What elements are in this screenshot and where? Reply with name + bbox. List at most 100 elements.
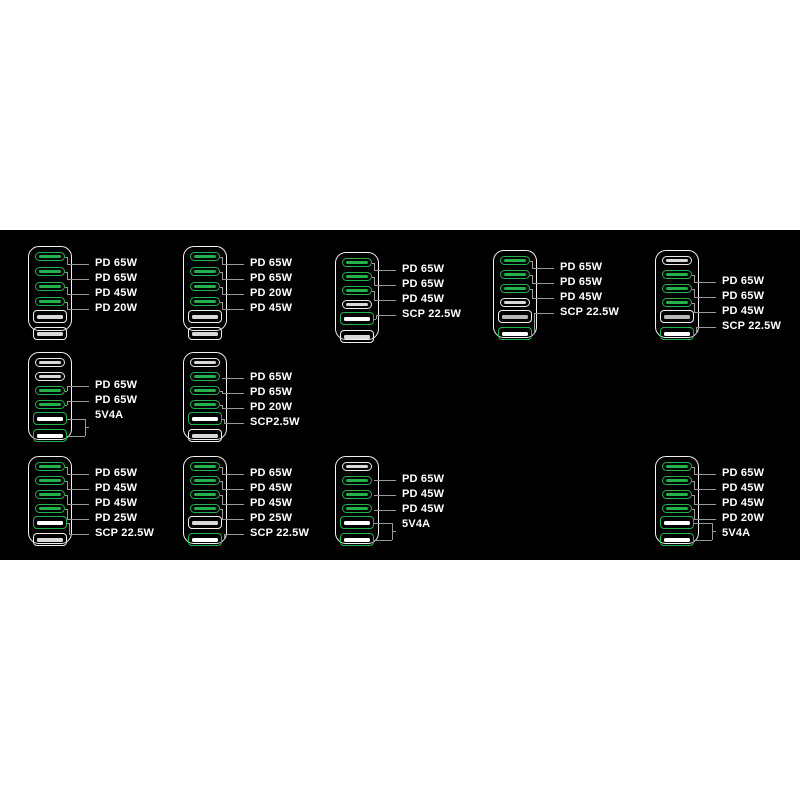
unit-3-port-3-slot bbox=[346, 289, 368, 292]
unit-9-port-2-usb-c[interactable] bbox=[190, 476, 220, 485]
unit-1-port-6-usb-a[interactable] bbox=[33, 327, 67, 340]
unit-5-port-5-usb-a[interactable] bbox=[660, 310, 694, 323]
charger-spec-banner: PD 65W PD 65W PD 45W PD 20W PD 65W PD 65W PD 2… bbox=[0, 230, 800, 560]
unit-7-port-1-usb-c[interactable] bbox=[190, 358, 220, 367]
unit-9-callout-label-4: PD 25W bbox=[250, 512, 293, 524]
unit-6-leader-stub-1 bbox=[65, 390, 67, 392]
unit-2-port-5-usb-a[interactable] bbox=[188, 310, 222, 323]
unit-2-port-4-usb-c[interactable] bbox=[190, 297, 220, 306]
unit-3-port-2-usb-c[interactable] bbox=[342, 272, 372, 281]
unit-7-port-5-usb-a[interactable] bbox=[188, 412, 222, 425]
unit-5-port-6-slot bbox=[664, 331, 690, 336]
unit-8-port-4-usb-c[interactable] bbox=[35, 504, 65, 513]
unit-2-port-2-usb-c[interactable] bbox=[190, 267, 220, 276]
unit-7-port-6-slot bbox=[192, 433, 218, 438]
unit-8-port-1-usb-c[interactable] bbox=[35, 462, 65, 471]
unit-8-port-5-usb-a[interactable] bbox=[33, 516, 67, 529]
unit-11-leader-3 bbox=[694, 503, 716, 505]
unit-11-port-4-usb-c[interactable] bbox=[662, 504, 692, 513]
unit-9-port-4-usb-c[interactable] bbox=[190, 504, 220, 513]
unit-8-port-3-usb-c[interactable] bbox=[35, 490, 65, 499]
unit-7-port-2-usb-c[interactable] bbox=[190, 372, 220, 381]
unit-4-port-1-usb-c[interactable] bbox=[500, 256, 530, 265]
unit-9-port-6-usb-a[interactable] bbox=[188, 533, 222, 546]
unit-8-port-2-usb-c[interactable] bbox=[35, 476, 65, 485]
unit-3-port-1-usb-c[interactable] bbox=[342, 258, 372, 267]
unit-10-port-6-usb-a[interactable] bbox=[340, 533, 374, 546]
unit-9-leader-5 bbox=[224, 533, 244, 535]
unit-5-callout-label-4: SCP 22.5W bbox=[722, 320, 782, 332]
unit-10-port-2-usb-c[interactable] bbox=[342, 476, 372, 485]
unit-1-port-3-usb-c[interactable] bbox=[35, 282, 65, 291]
unit-2-port-3-usb-c[interactable] bbox=[190, 282, 220, 291]
unit-8-port-6-usb-a[interactable] bbox=[33, 533, 67, 546]
unit-2-port-6-slot bbox=[192, 331, 218, 336]
unit-9-port-6-slot bbox=[192, 537, 218, 542]
unit-4-port-4-usb-c[interactable] bbox=[500, 298, 530, 307]
unit-3-port-4-usb-c[interactable] bbox=[342, 300, 372, 309]
unit-6-port-4-usb-c[interactable] bbox=[35, 400, 65, 409]
unit-10-callout-label-3: PD 45W bbox=[402, 503, 445, 515]
unit-3-leader-stub-3 bbox=[372, 290, 374, 292]
unit-5-leader-stub-4 bbox=[694, 333, 696, 335]
unit-2-callout-label-3: PD 20W bbox=[250, 287, 293, 299]
unit-1-callout-label-1: PD 65W bbox=[95, 257, 138, 269]
unit-8-callout-label-1: PD 65W bbox=[95, 467, 138, 479]
unit-6-port-5-usb-a[interactable] bbox=[33, 412, 67, 425]
unit-10-port-4-usb-c[interactable] bbox=[342, 504, 372, 513]
unit-11-port-2-usb-c[interactable] bbox=[662, 476, 692, 485]
unit-1-port-1-usb-c[interactable] bbox=[35, 252, 65, 261]
unit-6-port-2-usb-c[interactable] bbox=[35, 372, 65, 381]
unit-11-port-1-usb-c[interactable] bbox=[662, 462, 692, 471]
unit-7-leader-1 bbox=[222, 377, 244, 379]
unit-5-port-6-usb-a[interactable] bbox=[660, 327, 694, 340]
unit-3-callout-label-1: PD 65W bbox=[402, 263, 445, 275]
unit-1-port-5-usb-a[interactable] bbox=[33, 310, 67, 323]
unit-10-port-1-usb-c[interactable] bbox=[342, 462, 372, 471]
unit-3-port-6-usb-a[interactable] bbox=[340, 330, 374, 343]
unit-9-port-1-usb-c[interactable] bbox=[190, 462, 220, 471]
unit-2-port-1-usb-c[interactable] bbox=[190, 252, 220, 261]
unit-5-port-2-usb-c[interactable] bbox=[662, 270, 692, 279]
unit-3-port-3-usb-c[interactable] bbox=[342, 286, 372, 295]
unit-1-port-1-slot bbox=[39, 255, 61, 258]
unit-4-port-6-slot bbox=[502, 331, 528, 336]
unit-11-leader-5b bbox=[694, 539, 712, 541]
unit-10-port-5-usb-a[interactable] bbox=[340, 516, 374, 529]
unit-11-port-6-usb-a[interactable] bbox=[660, 533, 694, 546]
unit-4-port-5-usb-a[interactable] bbox=[498, 310, 532, 323]
unit-9-port-5-usb-a[interactable] bbox=[188, 516, 222, 529]
unit-10-leader-2 bbox=[374, 494, 396, 496]
unit-4-callout-label-1: PD 65W bbox=[560, 261, 603, 273]
unit-5-port-4-usb-c[interactable] bbox=[662, 298, 692, 307]
unit-9-leader-2 bbox=[222, 488, 244, 490]
unit-7-port-6-usb-a[interactable] bbox=[188, 429, 222, 442]
unit-3-leader-3 bbox=[374, 299, 396, 301]
unit-4-port-6-usb-a[interactable] bbox=[498, 327, 532, 340]
unit-1-leader-4 bbox=[67, 308, 89, 310]
unit-5-port-1-usb-c[interactable] bbox=[662, 256, 692, 265]
unit-7-port-4-usb-c[interactable] bbox=[190, 400, 220, 409]
unit-10-port-3-usb-c[interactable] bbox=[342, 490, 372, 499]
unit-1-port-4-usb-c[interactable] bbox=[35, 297, 65, 306]
unit-11-port-3-slot bbox=[666, 493, 688, 496]
unit-4-port-2-usb-c[interactable] bbox=[500, 270, 530, 279]
unit-4-leader-3 bbox=[532, 297, 554, 299]
unit-6-port-3-usb-c[interactable] bbox=[35, 386, 65, 395]
unit-6-port-6-usb-a[interactable] bbox=[33, 429, 67, 442]
unit-7-port-3-usb-c[interactable] bbox=[190, 386, 220, 395]
unit-4-port-3-usb-c[interactable] bbox=[500, 284, 530, 293]
unit-11-port-5-usb-a[interactable] bbox=[660, 516, 694, 529]
unit-3-port-5-usb-a[interactable] bbox=[340, 312, 374, 325]
unit-11-callout-label-2: PD 45W bbox=[722, 482, 765, 494]
unit-6-port-1-usb-c[interactable] bbox=[35, 358, 65, 367]
unit-1-leader-stub-2 bbox=[65, 271, 67, 273]
unit-1-callout-label-3: PD 45W bbox=[95, 287, 138, 299]
unit-1-port-2-slot bbox=[39, 270, 61, 273]
unit-1-port-2-usb-c[interactable] bbox=[35, 267, 65, 276]
unit-5-port-3-usb-c[interactable] bbox=[662, 284, 692, 293]
unit-11-port-1-slot bbox=[666, 465, 688, 468]
unit-9-port-3-usb-c[interactable] bbox=[190, 490, 220, 499]
unit-2-port-6-usb-a[interactable] bbox=[188, 327, 222, 340]
unit-11-port-3-usb-c[interactable] bbox=[662, 490, 692, 499]
